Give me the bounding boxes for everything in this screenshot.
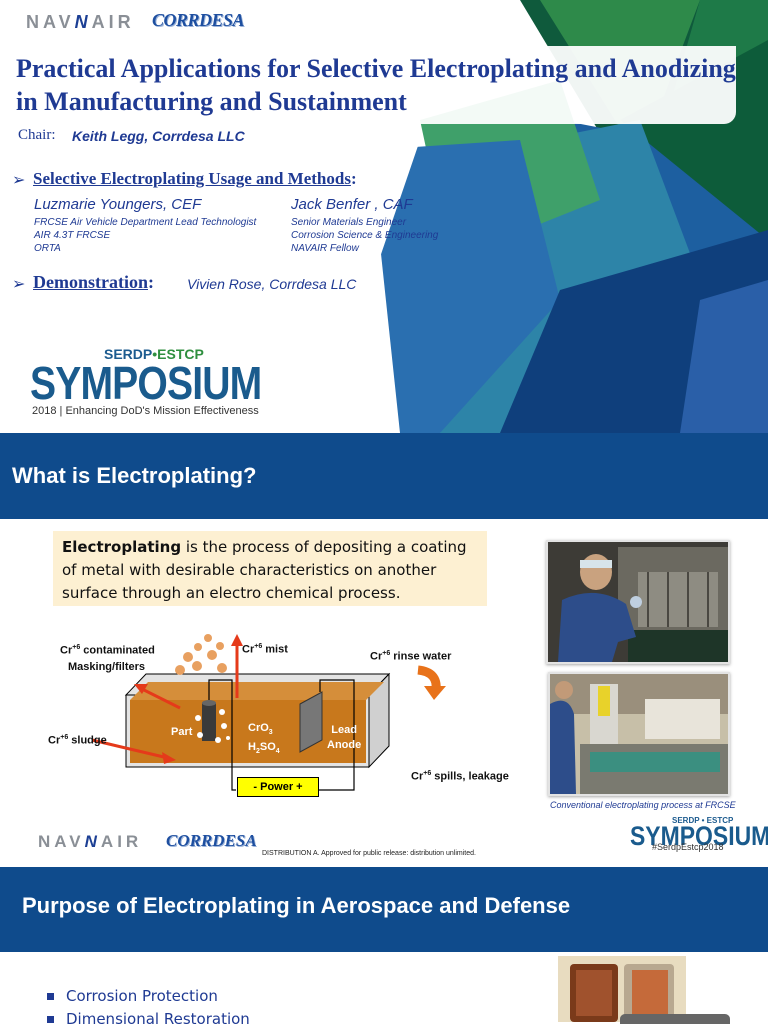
arrow-bullet-icon: ➢ [12,170,26,189]
hashtag: #SerdpEstcp2018 [652,842,724,852]
chair-label: Chair: [18,127,56,143]
decorative-background [0,0,768,433]
serdp-estcp-label: SERDP • ESTCP [672,816,734,825]
bullet-square-icon [47,993,54,1000]
section-header-band [0,433,768,519]
title-slide: NAVNAIR CORRDESA Practical Applications … [0,0,768,433]
bullet-item: Dimensional Restoration [47,1010,250,1028]
corrosion-sample-photo [558,956,686,1022]
distribution-statement: DISTRIBUTION A. Approved for public rele… [262,850,476,857]
rinse-water-label: Cr+6 rinse water [370,650,452,663]
power-supply-label: - Power + [237,777,319,797]
section-header-band [0,867,768,952]
bullet-square-icon [47,1016,54,1023]
photo-caption: Conventional electroplating process at F… [550,800,736,810]
slide-title: Purpose of Electroplating in Aerospace a… [22,893,571,918]
arrow-bullet-icon: ➢ [12,274,26,293]
presenter-name: Jack Benfer , CAF [291,196,413,213]
electroplating-tank-diagram [91,634,446,791]
presenter-details: FRCSE Air Vehicle Department Lead Techno… [34,217,257,254]
part-label: Part [171,726,193,738]
slide-title: What is Electroplating? [12,463,257,488]
spills-label: Cr+6 spills, leakage [411,770,509,783]
corrdesa-logo: CORRDESA [152,10,245,30]
symposium-logo: SYMPOSIUM [630,821,768,851]
title-panel [6,46,736,124]
definition-text: Electroplating is the process of deposit… [62,538,467,602]
electroplating-photo [546,540,730,664]
navair-logo: NAVNAIR [38,832,143,851]
presenter-name: Luzmarie Youngers, CEF [34,196,202,213]
bullet-item: Corrosion Protection [47,987,218,1005]
corrdesa-logo: CORRDESA [166,831,257,850]
chair-name: Keith Legg, Corrdesa LLC [72,128,245,144]
serdp-estcp-label: SERDP•ESTCP [104,346,204,362]
sample-part-photo [620,1014,730,1024]
symposium-logo: SYMPOSIUM [30,357,262,409]
mist-label: Cr+6 mist [242,643,288,656]
plating-line-photo [548,672,730,796]
slide-title: Practical Applications for Selective Ele… [16,54,736,116]
symposium-tagline: 2018 | Enhancing DoD's Mission Effective… [32,405,259,417]
definition-callout [53,531,487,606]
navair-logo: NAVNAIR [26,12,135,32]
demonstration-presenter: Vivien Rose, Corrdesa LLC [187,276,357,292]
sludge-label: Cr+6 sludge [48,734,107,747]
section-heading-demonstration: Demonstration: [33,272,154,292]
section-heading-methods: Selective Electroplating Usage and Metho… [33,169,357,188]
presenter-details: Senior Materials Engineer Corrosion Scie… [291,217,439,254]
